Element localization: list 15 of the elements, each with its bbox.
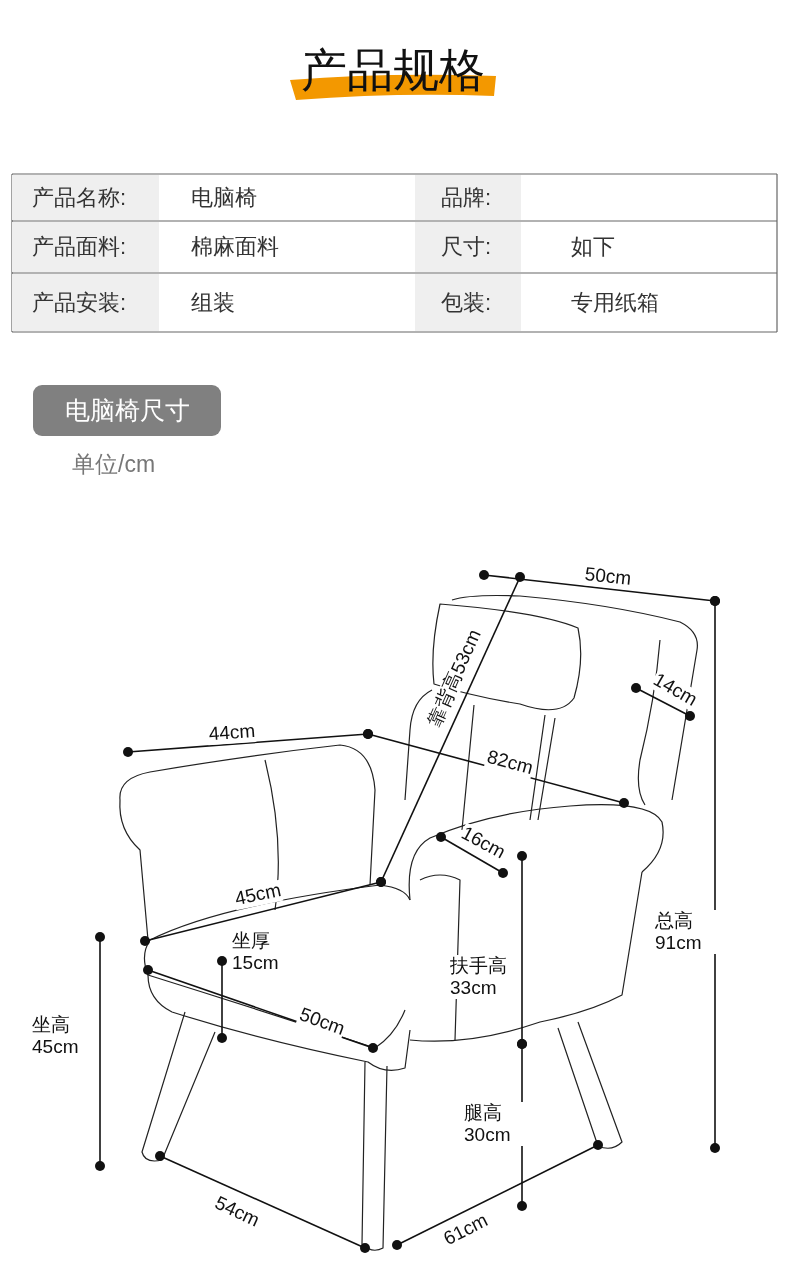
field-label-cell: 尺寸: [415,222,521,272]
field-value-text: 电脑椅 [190,183,258,212]
field-label-cell: 品牌: [415,175,521,220]
field-label-cell: 产品面料: [12,222,159,272]
field-value-text: 组装 [190,288,236,317]
field-value-text: 棉麻面料 [190,233,280,261]
dimension-label: 腿高 30cm [464,1102,526,1146]
field-label-cell: 产品安装: [12,274,159,331]
field-label-cell: 包装: [415,274,521,331]
unit-note: 单位/cm [72,450,156,479]
field-value-text: 专用纸箱 [570,288,660,317]
section-heading-button: 电脑椅尺寸 [33,385,221,436]
field-label-cell: 产品名称: [12,175,159,220]
dimension-label: 总高 91cm [655,910,717,954]
field-value-text: 如下 [570,233,616,261]
